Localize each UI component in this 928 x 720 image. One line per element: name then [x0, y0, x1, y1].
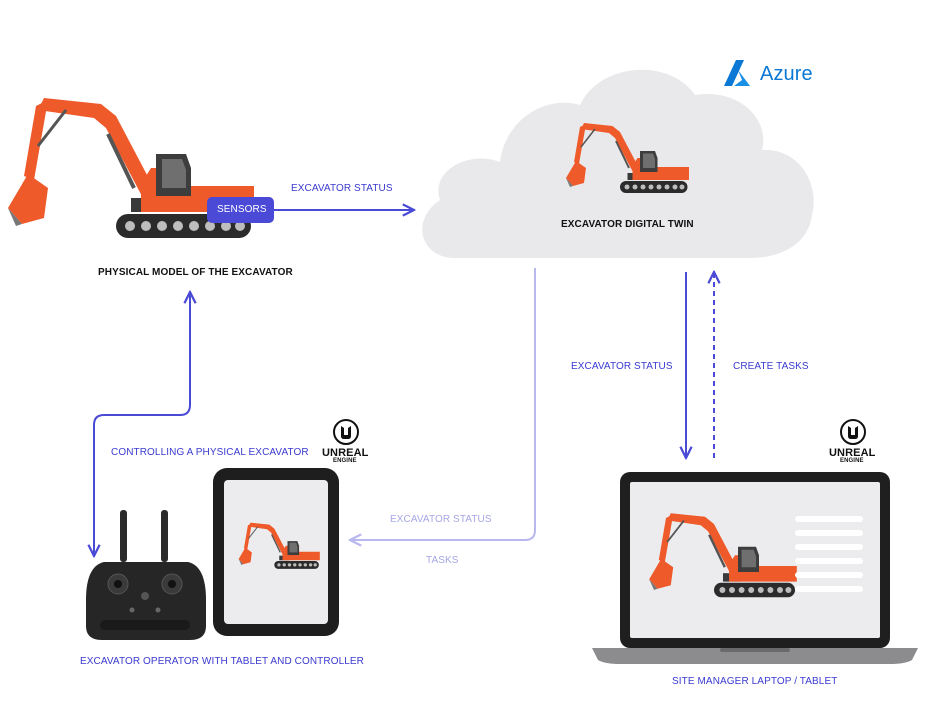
- flow-label-tasks-to-operator: TASKS: [426, 555, 459, 566]
- unreal-wordmark-line2-laptop: ENGINE: [840, 458, 864, 464]
- remote-controller: [86, 510, 206, 640]
- unreal-wordmark-line2: ENGINE: [333, 458, 357, 464]
- operator-label: EXCAVATOR OPERATOR WITH TABLET AND CONTR…: [80, 656, 364, 667]
- operator-tablet: [213, 468, 339, 636]
- arrow-status-to-operator: [350, 268, 536, 540]
- flow-label-status-to-operator: EXCAVATOR STATUS: [390, 514, 492, 525]
- unreal-wordmark-line1: UNREAL: [322, 447, 369, 459]
- unreal-wordmark-line1-laptop: UNREAL: [829, 447, 876, 459]
- flow-label-create-tasks: CREATE TASKS: [733, 361, 809, 372]
- sensors-badge-label: SENSORS: [217, 204, 267, 215]
- manager-label: SITE MANAGER LAPTOP / TABLET: [672, 676, 838, 687]
- flow-label-status-to-manager: EXCAVATOR STATUS: [571, 361, 673, 372]
- physical-model-label: PHYSICAL MODEL OF THE EXCAVATOR: [98, 267, 293, 278]
- unreal-engine-logo-icon-laptop: [840, 419, 866, 445]
- flow-label-controlling: CONTROLLING A PHYSICAL EXCAVATOR: [111, 447, 309, 458]
- sensors-badge: [207, 197, 274, 223]
- arrow-controlling-excavator: [94, 292, 190, 556]
- azure-cloud: [422, 69, 814, 258]
- flow-label-status-to-cloud: EXCAVATOR STATUS: [291, 183, 393, 194]
- azure-logo-icon: [724, 60, 750, 86]
- unreal-engine-logo-icon: [333, 419, 359, 445]
- laptop-task-list: [795, 516, 863, 592]
- azure-wordmark: Azure: [760, 63, 813, 85]
- digital-twin-label: EXCAVATOR DIGITAL TWIN: [561, 219, 694, 230]
